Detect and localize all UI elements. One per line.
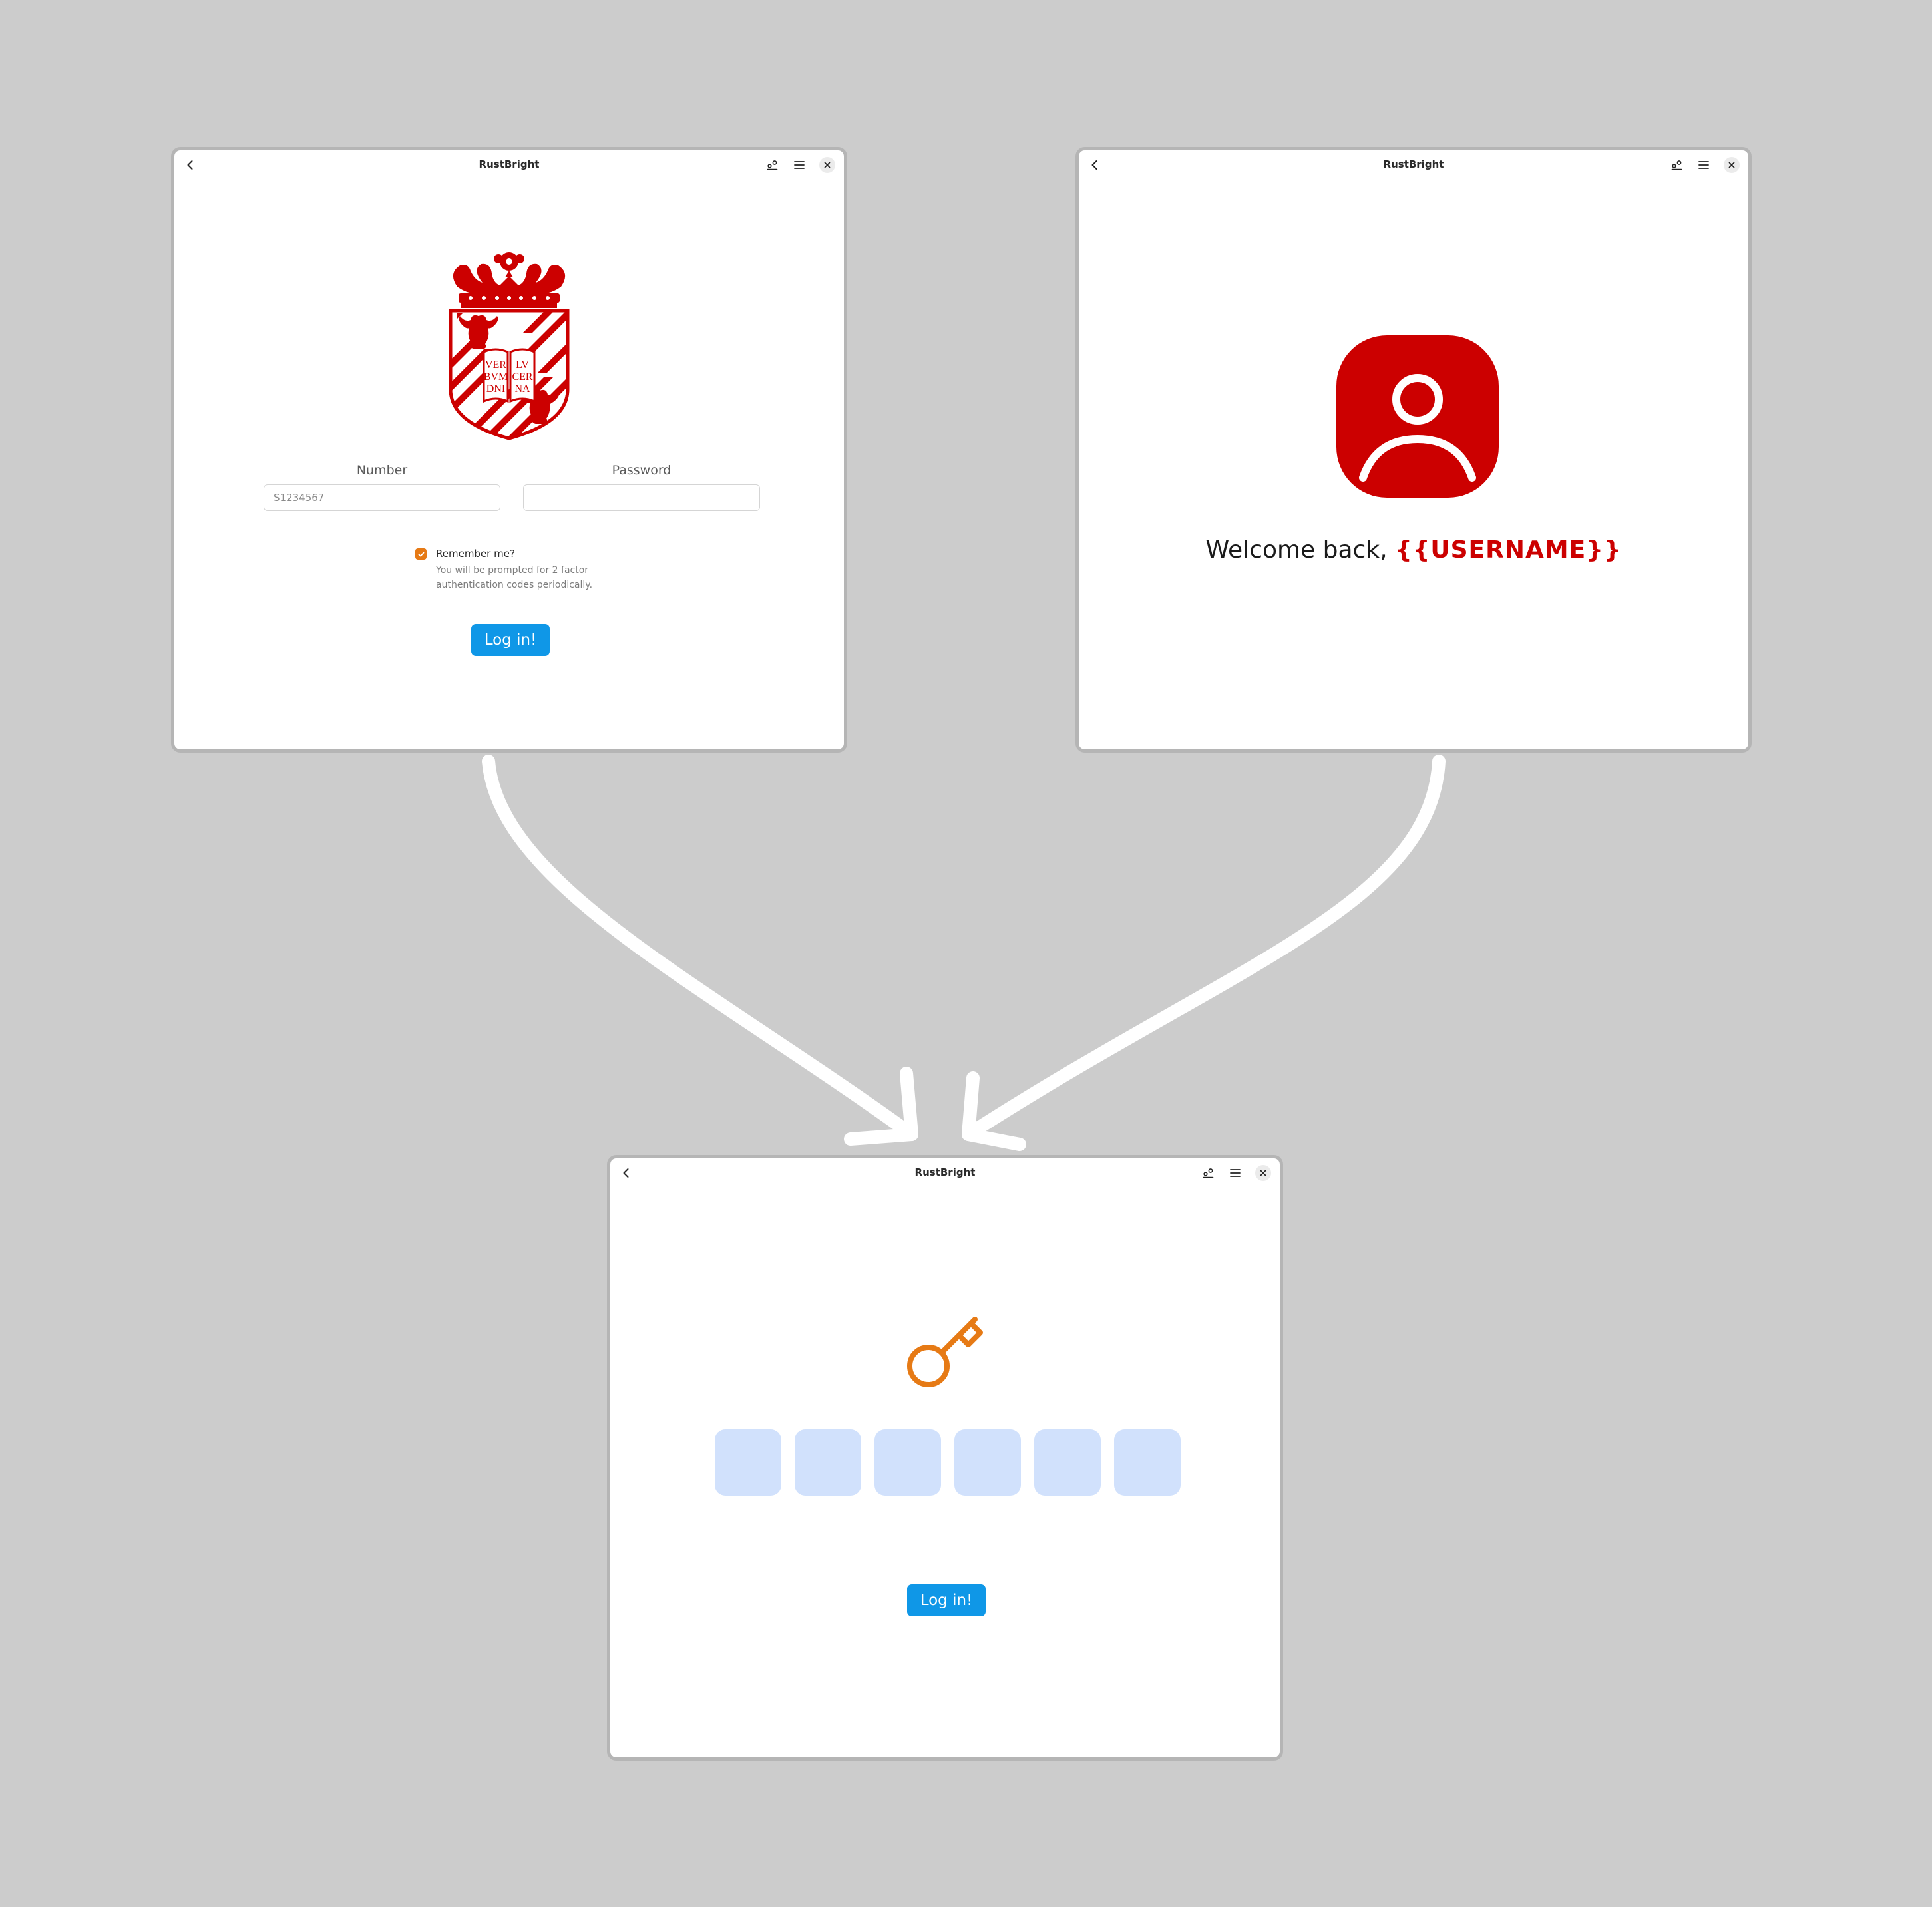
close-icon xyxy=(1260,1170,1266,1176)
welcome-message: Welcome back, {{USERNAME}} xyxy=(1079,536,1748,564)
crest-motto-3: DNI xyxy=(486,383,505,395)
checkmark-icon xyxy=(418,552,424,556)
close-icon xyxy=(1728,162,1735,168)
back-icon xyxy=(1091,160,1097,170)
account-button[interactable] xyxy=(1667,155,1687,175)
crest-motto-2: BVM xyxy=(484,371,508,383)
account-icon xyxy=(767,160,778,170)
password-input[interactable] xyxy=(523,484,760,511)
arrowhead-login-to-2fa xyxy=(844,1067,918,1146)
code-digit-6[interactable] xyxy=(1114,1429,1181,1496)
account-button[interactable] xyxy=(1199,1163,1219,1183)
menu-icon xyxy=(1230,1169,1241,1177)
crest-motto-5: CER xyxy=(512,371,532,383)
close-button[interactable] xyxy=(1722,155,1742,175)
account-icon xyxy=(1203,1168,1214,1178)
welcome-window: RustBright Welcome back, {{USERNAME xyxy=(1075,147,1752,753)
menu-button[interactable] xyxy=(1694,155,1714,175)
close-button-bg xyxy=(819,157,835,173)
two-factor-window: RustBright xyxy=(607,1155,1283,1761)
remember-me-note: You will be prompted for 2 factor authen… xyxy=(436,563,636,592)
window-title: RustBright xyxy=(914,1166,976,1178)
close-button[interactable] xyxy=(817,155,837,175)
remember-me-label: Remember me? xyxy=(436,548,515,560)
close-icon xyxy=(824,162,831,168)
user-avatar-icon xyxy=(1336,335,1499,498)
titlebar: RustBright xyxy=(174,150,844,182)
welcome-username: {{USERNAME}} xyxy=(1395,536,1622,564)
account-button[interactable] xyxy=(763,155,783,175)
university-crest-logo: VER BVM DNI LV CER NA xyxy=(449,252,570,440)
titlebar: RustBright xyxy=(1079,150,1748,182)
number-label: Number xyxy=(356,463,408,478)
crest-motto-4: LV xyxy=(516,359,529,371)
crest-motto-1: VER xyxy=(485,359,506,371)
code-digit-3[interactable] xyxy=(874,1429,941,1496)
menu-icon xyxy=(794,161,805,169)
remember-me-checkbox[interactable] xyxy=(415,548,427,560)
remember-me-note-line2: authentication codes periodically. xyxy=(436,580,593,590)
back-icon xyxy=(187,160,193,170)
key-icon xyxy=(907,1317,983,1387)
menu-icon xyxy=(1698,161,1709,169)
code-digit-2[interactable] xyxy=(795,1429,861,1496)
arrow-welcome-to-2fa xyxy=(962,755,1446,1141)
code-digit-4[interactable] xyxy=(954,1429,1021,1496)
back-button[interactable] xyxy=(1085,156,1104,174)
arrowhead-welcome-to-2fa xyxy=(962,1071,1026,1151)
menu-button[interactable] xyxy=(789,155,809,175)
remember-me-note-line1: You will be prompted for 2 factor xyxy=(436,565,589,576)
close-button-bg xyxy=(1255,1165,1271,1181)
crest-motto-6: NA xyxy=(514,383,530,395)
login-button[interactable]: Log in! xyxy=(907,1584,986,1616)
window-title: RustBright xyxy=(1383,158,1444,170)
login-button[interactable]: Log in! xyxy=(471,624,550,656)
back-button[interactable] xyxy=(181,156,200,174)
password-label: Password xyxy=(612,463,672,478)
code-digit-1[interactable] xyxy=(715,1429,781,1496)
titlebar: RustBright xyxy=(610,1158,1280,1190)
menu-button[interactable] xyxy=(1225,1163,1245,1183)
welcome-greeting: Welcome back, xyxy=(1205,536,1396,564)
back-button[interactable] xyxy=(617,1164,636,1182)
close-button-bg xyxy=(1724,157,1740,173)
back-icon xyxy=(623,1168,629,1178)
window-title: RustBright xyxy=(479,158,540,170)
code-digit-5[interactable] xyxy=(1034,1429,1101,1496)
close-button[interactable] xyxy=(1253,1163,1273,1183)
account-icon xyxy=(1671,160,1682,170)
login-window: RustBright xyxy=(171,147,847,753)
arrow-login-to-2fa xyxy=(482,755,918,1141)
number-input[interactable] xyxy=(264,484,500,511)
